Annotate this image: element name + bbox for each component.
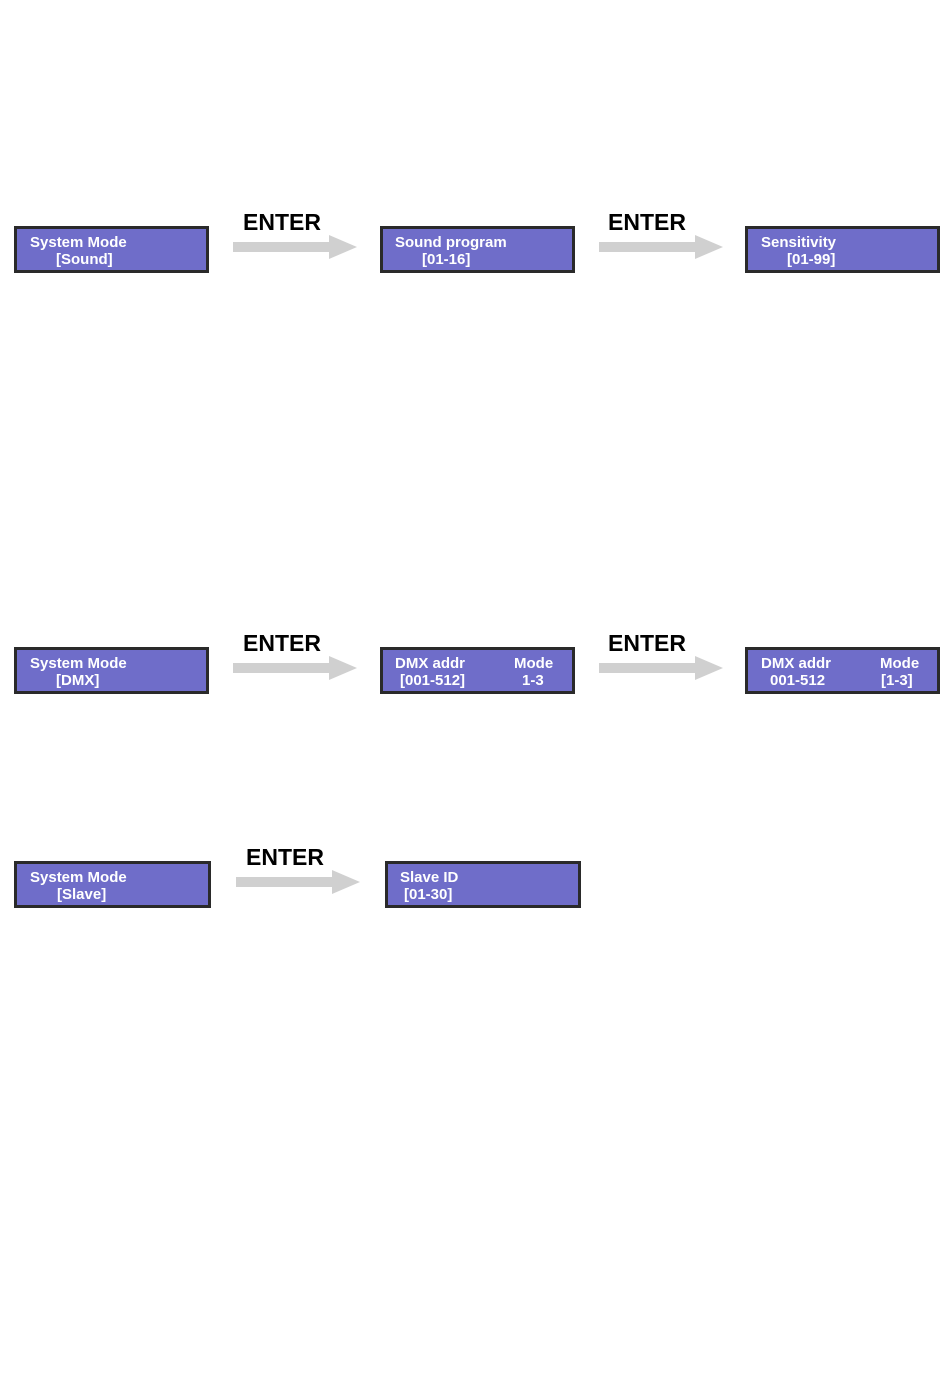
right-arrow-icon	[236, 870, 360, 894]
lcd-dmx-addr-value: 001-512	[770, 672, 825, 689]
lcd-mode-value: [1-3]	[881, 672, 913, 689]
lcd-line-2: [01-99]	[787, 251, 835, 268]
lcd-line-2: [Sound]	[56, 251, 113, 268]
lcd-system-mode-sound: System Mode [Sound]	[14, 226, 209, 273]
right-arrow-icon	[233, 235, 357, 259]
enter-label: ENTER	[608, 630, 686, 657]
lcd-sensitivity: Sensitivity [01-99]	[745, 226, 940, 273]
lcd-dmx-addr-label: DMX addr	[395, 655, 465, 672]
lcd-line-1: System Mode	[30, 234, 127, 251]
right-arrow-icon	[233, 656, 357, 680]
enter-label: ENTER	[246, 844, 324, 871]
lcd-system-mode-dmx: System Mode [DMX]	[14, 647, 209, 694]
lcd-system-mode-slave: System Mode [Slave]	[14, 861, 211, 908]
lcd-mode-value: 1-3	[522, 672, 544, 689]
lcd-dmx-address-select: DMX addr [001-512] Mode 1-3	[380, 647, 575, 694]
enter-label: ENTER	[243, 630, 321, 657]
lcd-line-2: [Slave]	[57, 886, 106, 903]
lcd-dmx-mode-select: DMX addr 001-512 Mode [1-3]	[745, 647, 940, 694]
lcd-line-1: Sensitivity	[761, 234, 836, 251]
right-arrow-icon	[599, 235, 723, 259]
lcd-line-1: Sound program	[395, 234, 507, 251]
lcd-slave-id: Slave ID [01-30]	[385, 861, 581, 908]
lcd-line-2: [01-30]	[404, 886, 452, 903]
lcd-mode-label: Mode	[514, 655, 553, 672]
lcd-line-2: [DMX]	[56, 672, 99, 689]
lcd-line-1: Slave ID	[400, 869, 458, 886]
lcd-line-1: System Mode	[30, 655, 127, 672]
lcd-dmx-addr-label: DMX addr	[761, 655, 831, 672]
lcd-line-1: System Mode	[30, 869, 127, 886]
right-arrow-icon	[599, 656, 723, 680]
lcd-sound-program: Sound program [01-16]	[380, 226, 575, 273]
enter-label: ENTER	[608, 209, 686, 236]
lcd-mode-label: Mode	[880, 655, 919, 672]
lcd-line-2: [01-16]	[422, 251, 470, 268]
lcd-dmx-addr-value: [001-512]	[400, 672, 465, 689]
enter-label: ENTER	[243, 209, 321, 236]
